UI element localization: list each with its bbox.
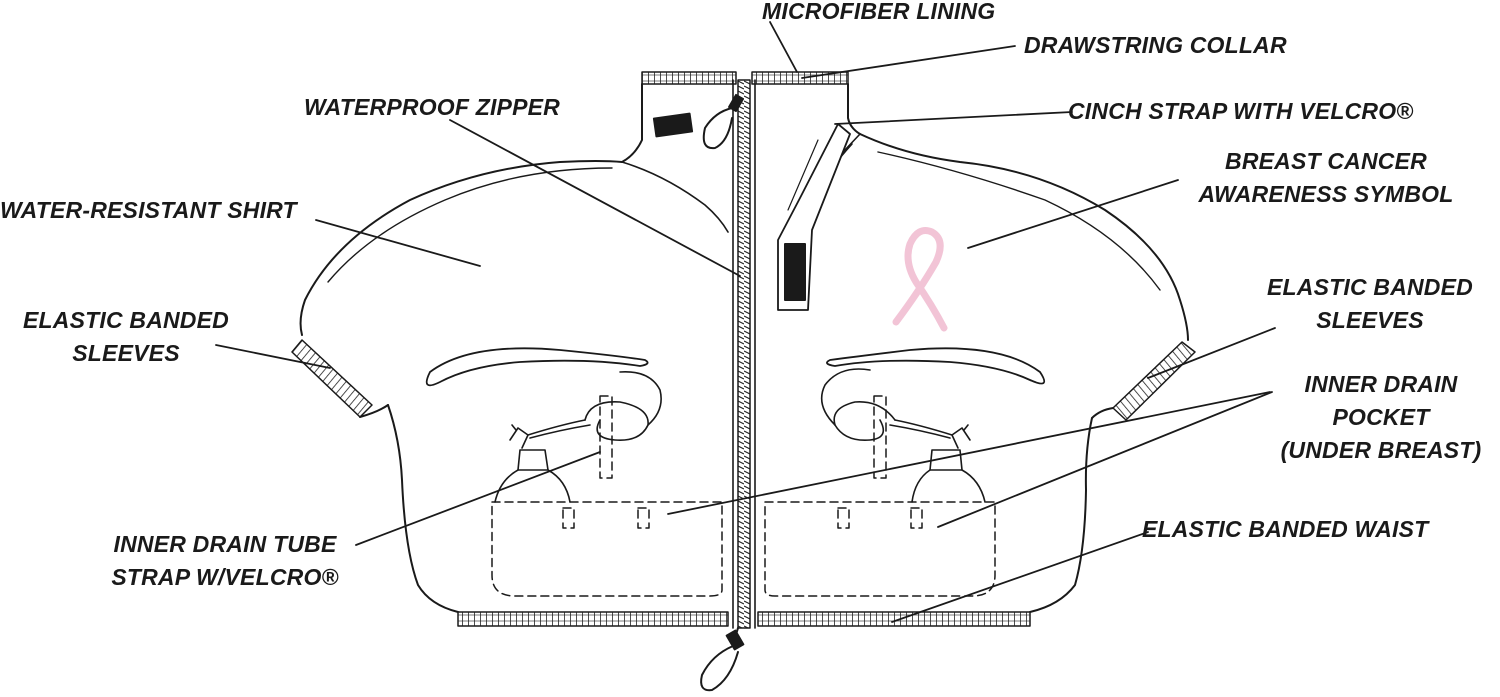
right-body-side — [1029, 417, 1093, 613]
label-drain-pocket-line1: INNER DRAIN — [1304, 371, 1458, 397]
label-drain-tube-line1: INNER DRAIN TUBE — [113, 531, 337, 557]
left-drain-bulb — [494, 401, 649, 503]
label-sleeves-left-line1: ELASTIC BANDED — [23, 307, 229, 333]
label-cinch-strap: CINCH STRAP WITH VELCRO® — [1068, 98, 1414, 124]
right-inner-drain-pocket — [764, 501, 996, 597]
label-waterproof-zipper: WATERPROOF ZIPPER — [304, 94, 560, 120]
label-breast-cancer-line1: BREAST CANCER — [1225, 148, 1427, 174]
label-breast-cancer-line2: AWARENESS SYMBOL — [1198, 181, 1454, 207]
left-inner-drain-pocket — [491, 501, 723, 597]
label-breast-cancer-symbol: BREAST CANCER AWARENESS SYMBOL — [1176, 145, 1476, 211]
label-drawstring-collar: DRAWSTRING COLLAR — [1024, 32, 1287, 58]
label-sleeves-left-line2: SLEEVES — [72, 340, 180, 366]
label-sleeves-right-line2: SLEEVES — [1316, 307, 1424, 333]
label-drain-tube-line2: STRAP W/VELCRO® — [111, 564, 339, 590]
collar-velcro-patch — [652, 112, 694, 138]
cinch-strap-velcro — [784, 243, 806, 301]
left-body-side — [387, 404, 459, 613]
breast-cancer-ribbon-icon — [892, 227, 948, 332]
leader-lines — [215, 21, 1276, 623]
label-inner-drain-pocket: INNER DRAIN POCKET (UNDER BREAST) — [1262, 368, 1500, 467]
label-sleeves-right: ELASTIC BANDED SLEEVES — [1250, 271, 1490, 337]
elastic-waistband-right — [757, 611, 1031, 627]
waterproof-zipper-track — [737, 79, 751, 629]
label-inner-drain-tube-strap: INNER DRAIN TUBE STRAP W/VELCRO® — [92, 528, 358, 594]
right-pocket-opening — [826, 347, 1046, 385]
elastic-waistband-left — [457, 611, 729, 627]
label-microfiber-lining: MICROFIBER LINING — [762, 0, 996, 24]
label-elastic-banded-waist: ELASTIC BANDED WAIST — [1142, 516, 1429, 542]
label-water-resistant-shirt: WATER-RESISTANT SHIRT — [0, 197, 297, 223]
label-drain-pocket-line2: POCKET — [1332, 404, 1430, 430]
left-pocket-opening — [425, 347, 649, 387]
left-shoulder-seam — [299, 160, 623, 336]
label-sleeves-right-line1: ELASTIC BANDED — [1267, 274, 1473, 300]
left-sleeve-band — [291, 339, 373, 418]
right-sleeve-band — [1112, 341, 1196, 421]
right-drain-bulb — [820, 368, 986, 503]
label-drain-pocket-line3: (UNDER BREAST) — [1280, 437, 1482, 463]
label-sleeves-left: ELASTIC BANDED SLEEVES — [6, 304, 246, 370]
